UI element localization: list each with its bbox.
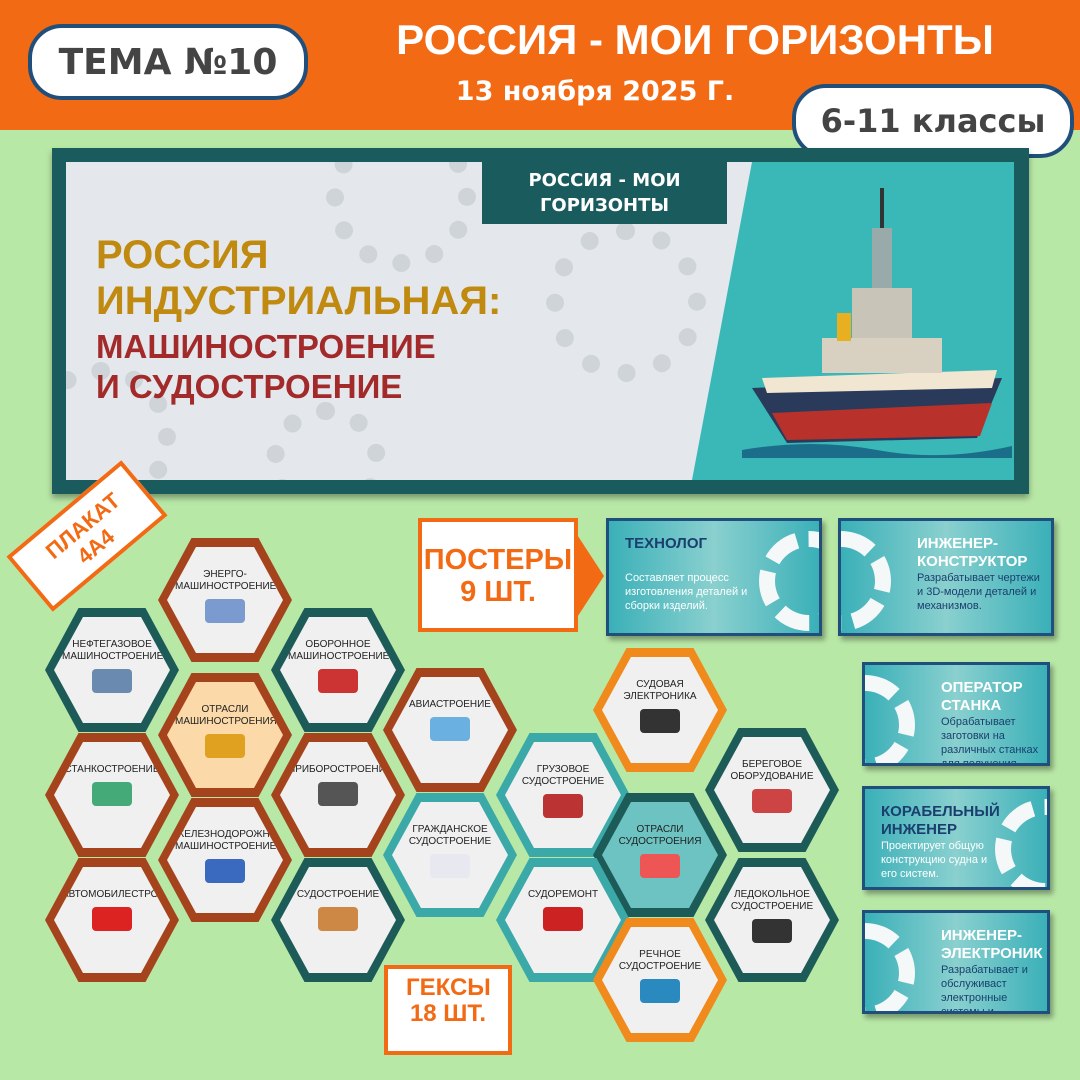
page-title: РОССИЯ - МОИ ГОРИЗОНТЫ [396,16,994,63]
industry-hex: СУДОВАЯ ЭЛЕКТРОНИКА [593,648,727,772]
hex-label: ПРИБОРОСТРОЕНИЕ [288,764,393,775]
industry-hex: ГРАЖДАНСКОЕ СУДОСТРОЕНИЕ [383,793,517,917]
radio-icon [640,709,680,733]
poster-description: Обрабатывает заготовки на различных стан… [941,716,1039,766]
industry-hex: ЭНЕРГО-МАШИНОСТРОЕНИЕ [158,538,292,662]
industry-hex: СУДОСТРОЕНИЕ [271,858,405,982]
cruise-ship-icon [430,854,470,878]
gear-icon [865,675,915,763]
hex-label: ЛЕДОКОЛЬНОЕ СУДОСТРОЕНИЕ [730,889,814,912]
industry-hex: ЖЕЛЕЗНОДОРОЖНОЕ МАШИНОСТРОЕНИЕ [158,798,292,922]
ship-icon [318,907,358,931]
hex-label: НЕФТЕГАЗОВОЕ МАШИНОСТРОЕНИЕ [62,639,164,662]
airplane-icon [430,717,470,741]
profession-poster: ТЕХНОЛОГ Составляет процесс изготовления … [606,518,822,636]
gear-icon [759,531,819,631]
hex-label: СТАНКОСТРОЕНИЕ [64,764,160,775]
grades-badge: 6-11 классы [792,84,1074,158]
hexes-tag: ГЕКСЫ 18 ШТ. [384,965,512,1055]
hex-label: ОБОРОННОЕ МАШИНОСТРОЕНИЕ [288,639,390,662]
hex-label: ГРАЖДАНСКОЕ СУДОСТРОЕНИЕ [408,824,492,847]
gear-icon [841,531,891,631]
industry-hex: ОТРАСЛИ МАШИНОСТРОЕНИЯ [158,673,292,797]
hex-label: ГРУЗОВОЕ СУДОСТРОЕНИЕ [521,764,605,787]
industry-hex: АВИАСТРОЕНИЕ [383,668,517,792]
car-icon [92,907,132,931]
dock-icon [543,907,583,931]
hex-label: СУДОВАЯ ЭЛЕКТРОНИКА [623,679,697,702]
machine-tool-icon [92,782,132,806]
hex-label: СУДОСТРОЕНИЕ [296,889,380,900]
hex-label: АВИАСТРОЕНИЕ [409,699,491,710]
icebreaker-icon [752,919,792,943]
hex-label: ОТРАСЛИ МАШИНОСТРОЕНИЯ [175,704,277,727]
hex-label: РЕЧНОЕ СУДОСТРОЕНИЕ [618,949,702,972]
robot-arm-icon [205,734,245,758]
cargo-ship-icon [543,794,583,818]
poster-description: Проектирует общую конструкцию судна и ег… [881,840,988,880]
hex-label: СУДОРЕМОНТ [527,889,599,900]
poster-title: ИНЖЕНЕР-ЭЛЕКТРОНИК [941,927,1043,962]
instruments-icon [318,782,358,806]
posters-arrow-icon [574,530,604,622]
posters-tag: ПОСТЕРЫ 9 ШТ. [418,518,578,632]
poster-description: Составляет процесс изготовления деталей … [625,572,748,612]
industry-hex: НЕФТЕГАЗОВОЕ МАШИНОСТРОЕНИЕ [45,608,179,732]
industry-hex: ЛЕДОКОЛЬНОЕ СУДОСТРОЕНИЕ [705,858,839,982]
gear-icon [865,923,915,1011]
poster-title: ОПЕРАТОР СТАНКА [941,679,1023,714]
hex-label: БЕРЕГОВОЕ ОБОРУДОВАНИЕ [730,759,814,782]
industry-hex: АВТОМОБИЛЕСТРОЕНИЕ [45,858,179,982]
poster-title: КОРАБЕЛЬНЫЙ ИНЖЕНЕР [881,803,1000,838]
event-date: 13 ноября 2025 Г. [455,76,735,107]
river-boat-icon [640,979,680,1003]
poster-title: ИНЖЕНЕР-КОНСТРУКТОР [917,535,1028,570]
turbine-icon [205,599,245,623]
russian-flag-icon [318,669,358,693]
industry-hex: ОБОРОННОЕ МАШИНОСТРОЕНИЕ [271,608,405,732]
industry-hex: СТАНКОСТРОЕНИЕ [45,733,179,857]
hex-label: ЖЕЛЕЗНОДОРОЖНОЕ МАШИНОСТРОЕНИЕ [175,829,285,852]
ship-icon [640,854,680,878]
poster-description: Разрабатывает и обслуживаст электронные … [941,964,1028,1014]
hex-label: ОТРАСЛИ СУДОСТРОЕНИЯ [618,824,702,847]
industry-hex: БЕРЕГОВОЕ ОБОРУДОВАНИЕ [705,728,839,852]
topic-badge: ТЕМА №10 [28,24,308,100]
hex-label: АВТОМОБИЛЕСТРОЕНИЕ [62,889,187,900]
poster-title: ТЕХНОЛОГ [625,535,707,552]
crane-icon [752,789,792,813]
hex-label: ЭНЕРГО-МАШИНОСТРОЕНИЕ [175,569,277,592]
industry-hex: ПРИБОРОСТРОЕНИЕ [271,733,405,857]
oil-pump-icon [92,669,132,693]
industry-hex: РЕЧНОЕ СУДОСТРОЕНИЕ [593,918,727,1042]
poster-description: Разрабатывает чертежи и 3D-модели детале… [917,572,1040,612]
banner-tab: РОССИЯ - МОИ ГОРИЗОНТЫ [482,162,727,224]
battleship-icon [742,188,1012,458]
train-icon [205,859,245,883]
